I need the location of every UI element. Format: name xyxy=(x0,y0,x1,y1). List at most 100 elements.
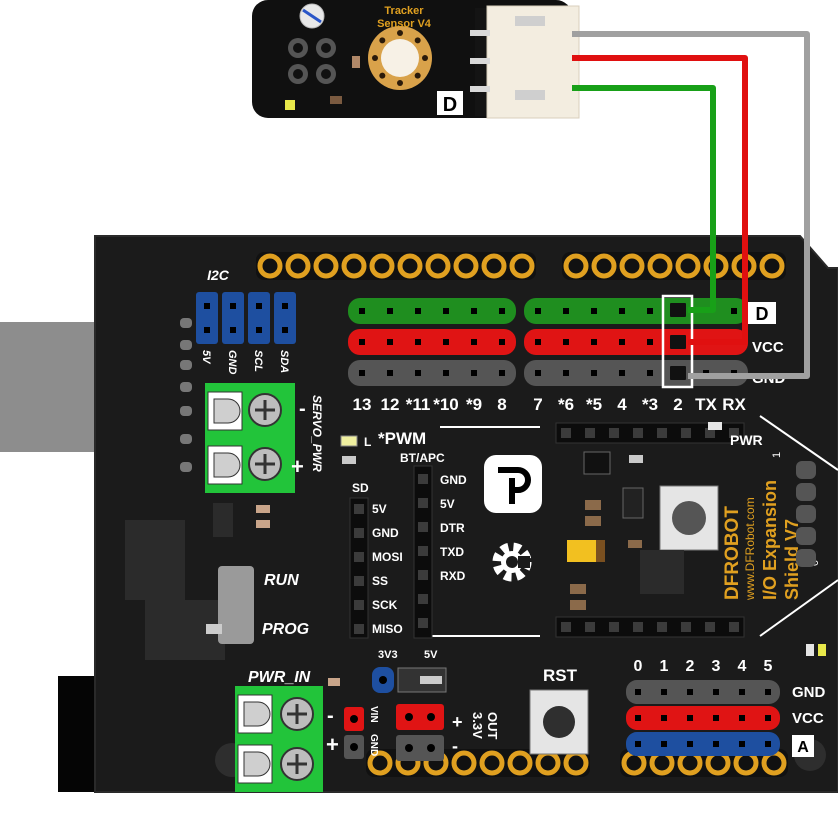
pin-hole xyxy=(619,370,625,376)
ring-hole xyxy=(379,72,386,79)
smd-resistor xyxy=(628,540,642,548)
side-pin xyxy=(796,483,816,501)
bottom-header-left-pin xyxy=(479,750,505,776)
socket xyxy=(585,428,595,438)
i2c-pin-label: SCL xyxy=(252,350,264,372)
shield-edge-line xyxy=(759,415,838,471)
pin-hole xyxy=(230,327,236,333)
upper-tactile-button[interactable] xyxy=(672,501,706,535)
digital-pin-number: *9 xyxy=(466,395,482,414)
pin-hole xyxy=(563,339,569,345)
pin-hole xyxy=(350,743,358,751)
pin-hole xyxy=(713,689,719,695)
digital-row-gnd xyxy=(348,360,516,386)
bt-pin-label: RXD xyxy=(440,569,466,583)
pwr-led-label: PWR xyxy=(730,432,763,448)
ground-wire xyxy=(572,31,810,379)
sensor-pad-grid xyxy=(288,38,336,84)
reset-switch[interactable] xyxy=(529,689,589,755)
run-prog-switch[interactable] xyxy=(218,566,254,644)
connector-contact xyxy=(515,90,545,100)
pin-hole xyxy=(256,327,262,333)
pin-hole xyxy=(765,715,771,721)
power-wire xyxy=(572,55,748,345)
pwr-in-minus: - xyxy=(327,705,334,727)
bt-pin-label: GND xyxy=(440,473,467,487)
pin-hole xyxy=(535,370,541,376)
v3v3-label: 3V3 xyxy=(378,649,398,661)
edge-led xyxy=(180,360,192,370)
edge-led xyxy=(180,340,192,350)
side-header xyxy=(796,461,816,567)
socket xyxy=(681,622,691,632)
i2c-pin-block xyxy=(274,292,296,344)
signal-wire xyxy=(572,85,716,313)
sensor-pad-hole xyxy=(321,43,331,53)
v5-label: 5V xyxy=(424,649,438,661)
edge-leds xyxy=(180,318,192,472)
led-l-label: L xyxy=(364,435,371,449)
digital-pin-number: *10 xyxy=(433,395,459,414)
wires xyxy=(572,31,810,379)
shield-edge-line xyxy=(759,579,838,637)
bt-pin-label: TXD xyxy=(440,545,464,559)
pin-hole xyxy=(471,339,477,345)
capacitor xyxy=(567,540,605,562)
smd-led xyxy=(806,644,814,656)
brand-line-2: I/O Expansion xyxy=(760,480,780,600)
analog-vcc-label: VCC xyxy=(792,710,824,727)
pin-hole xyxy=(415,339,421,345)
switch-lever[interactable] xyxy=(206,624,222,634)
out-33-vcc-header xyxy=(396,704,444,730)
pin-hole xyxy=(443,370,449,376)
pin-hole xyxy=(713,715,719,721)
bottom-header-left-pin xyxy=(563,750,589,776)
digital-vcc-label: VCC xyxy=(752,339,784,356)
underlay-shape xyxy=(125,520,185,600)
sensor-pad-hole xyxy=(293,69,303,79)
terminal-clamp xyxy=(243,751,271,777)
edge-led xyxy=(180,462,192,472)
bottom-header-left-pin xyxy=(507,750,533,776)
sd-pin-label: 5V xyxy=(372,502,387,516)
top-header-right-pin xyxy=(759,253,785,279)
sd-pin-label: SS xyxy=(372,574,388,588)
pin-hole xyxy=(415,370,421,376)
pin-hole xyxy=(687,715,693,721)
top-header-left-pin xyxy=(285,253,311,279)
socket xyxy=(354,504,364,514)
potentiometer-slot xyxy=(302,8,322,24)
edge-led xyxy=(180,434,192,444)
female-header-top xyxy=(555,422,745,444)
top-header-right-pin xyxy=(619,253,645,279)
socket xyxy=(705,622,715,632)
analog-a-badge xyxy=(792,735,814,757)
side-pin xyxy=(796,549,816,567)
socket xyxy=(418,498,428,508)
out-label: OUT xyxy=(485,712,500,740)
smd-led xyxy=(818,644,826,656)
out-33-label: 3.3V xyxy=(470,712,485,739)
analog-pin-number: 2 xyxy=(686,658,695,675)
pin-hole xyxy=(535,308,541,314)
side-number-text: 1 xyxy=(771,452,783,458)
screw-cross xyxy=(255,400,275,420)
analog-row-a xyxy=(626,732,780,756)
pwr-led xyxy=(708,422,722,430)
sd-pin-label: GND xyxy=(372,526,399,540)
socket xyxy=(729,622,739,632)
ir-sensor-mount-holes xyxy=(372,30,428,86)
socket xyxy=(633,428,643,438)
top-header-left-pin xyxy=(257,253,283,279)
socket xyxy=(418,546,428,556)
socket xyxy=(585,622,595,632)
socket xyxy=(561,622,571,632)
socket xyxy=(354,576,364,586)
pin-hole xyxy=(635,715,641,721)
reset-button[interactable] xyxy=(543,706,575,738)
pin-hole xyxy=(443,339,449,345)
socket xyxy=(633,622,643,632)
pin-hole xyxy=(661,689,667,695)
